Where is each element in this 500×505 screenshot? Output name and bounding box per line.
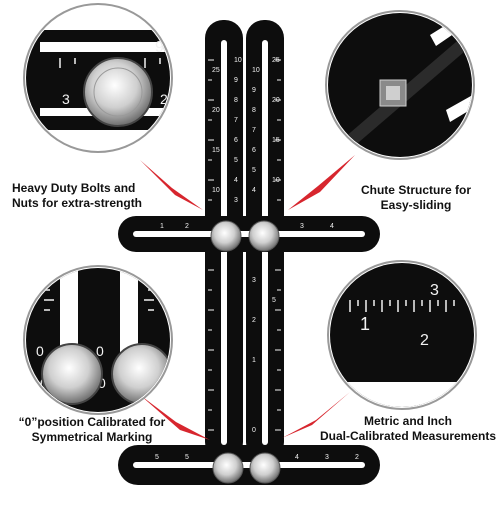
caption-chute-structure: Chute Structure for Easy-sliding <box>356 183 476 213</box>
scale-num: 20 <box>212 107 220 114</box>
zoom-num: 0 <box>96 343 104 359</box>
horizontal-arm-bottom <box>118 445 380 485</box>
scale-num: 2 <box>252 317 256 324</box>
zoom-num: 2 <box>420 332 429 349</box>
scale-num: 3 <box>325 454 329 461</box>
scale-num: 2 <box>185 223 189 230</box>
scale-num: 1 <box>252 357 256 364</box>
scale-num: 3 <box>234 197 238 204</box>
scale-num: 15 <box>212 147 220 154</box>
zoom-num: 9 <box>155 39 164 56</box>
zoom-num: 0 <box>36 343 44 359</box>
scale-num: 6 <box>234 137 238 144</box>
scale-num: 9 <box>252 87 256 94</box>
caption-line: Easy-sliding <box>380 198 452 212</box>
zoom-num: 2 <box>160 91 168 107</box>
scale-num: 4 <box>234 177 238 184</box>
zoom-bolt: 9 3 2 <box>23 3 173 153</box>
caption-zero-position: “0”position Calibrated for Symmetrical M… <box>12 415 172 445</box>
scale-num: 8 <box>234 97 238 104</box>
caption-line: Symmetrical Marking <box>31 430 153 444</box>
scale-num: 10 <box>272 177 280 184</box>
vertical-scale-left: 10 25 9 8 20 7 6 15 5 4 10 3 <box>212 57 242 204</box>
scale-num: 1 <box>160 223 164 230</box>
caption-heavy-duty-bolts: Heavy Duty Bolts and Nuts for extra-stre… <box>12 181 142 211</box>
knurled-bolt-icon[interactable] <box>249 452 281 484</box>
scale-num: 4 <box>252 187 256 194</box>
scale-num: 6 <box>252 147 256 154</box>
caption-line: Dual-Calibrated Measurements <box>319 429 497 443</box>
scale-num: 20 <box>272 97 280 104</box>
scale-num: 5 <box>185 454 189 461</box>
scale-num: 10 <box>252 67 260 74</box>
vertical-ticks <box>208 59 281 431</box>
scale-num: 25 <box>272 57 280 64</box>
zoom-num: 0 <box>98 375 106 391</box>
scale-num: 7 <box>252 127 256 134</box>
scale-num: 5 <box>272 297 276 304</box>
knurled-bolt-icon[interactable] <box>212 452 244 484</box>
caption-line: Chute Structure for <box>360 183 471 197</box>
scale-num: 9 <box>234 77 238 84</box>
zoom-num: 3 <box>62 91 70 107</box>
knurled-bolt-icon[interactable] <box>248 220 280 252</box>
scale-num: 10 <box>212 187 220 194</box>
scale-num: 0 <box>252 427 256 434</box>
knurled-bolt-icon[interactable] <box>210 220 242 252</box>
scale-num: 5 <box>234 157 238 164</box>
scale-num: 2 <box>355 454 359 461</box>
horizontal-scale: 1 2 3 4 5 5 4 3 2 <box>155 223 359 461</box>
scale-num: 5 <box>252 167 256 174</box>
zoom-zero: 0 0 0 0 <box>23 265 173 415</box>
caption-metric-inch: Metric and Inch Dual-Calibrated Measurem… <box>318 414 498 444</box>
scale-num: 3 <box>300 223 304 230</box>
vertical-scale-right: 25 10 9 20 8 7 15 6 5 10 4 3 5 2 1 0 <box>252 57 280 434</box>
scale-num: 5 <box>155 454 159 461</box>
scale-num: 15 <box>272 137 280 144</box>
zoom-num: 3 <box>430 282 439 299</box>
caption-line: Nuts for extra-strength <box>12 196 143 210</box>
scale-num: 8 <box>252 107 256 114</box>
scale-num: 25 <box>212 67 220 74</box>
caption-line: Heavy Duty Bolts and <box>12 181 136 195</box>
scale-num: 4 <box>330 223 334 230</box>
scale-num: 7 <box>234 117 238 124</box>
zoom-chute <box>325 10 475 160</box>
scale-num: 3 <box>252 277 256 284</box>
scale-num: 10 <box>234 57 242 64</box>
caption-line: “0”position Calibrated for <box>18 415 166 429</box>
zoom-num: 1 <box>360 314 370 334</box>
zoom-metric: 1 2 3 <box>327 260 477 410</box>
caption-line: Metric and Inch <box>363 414 452 428</box>
scale-num: 4 <box>295 454 299 461</box>
